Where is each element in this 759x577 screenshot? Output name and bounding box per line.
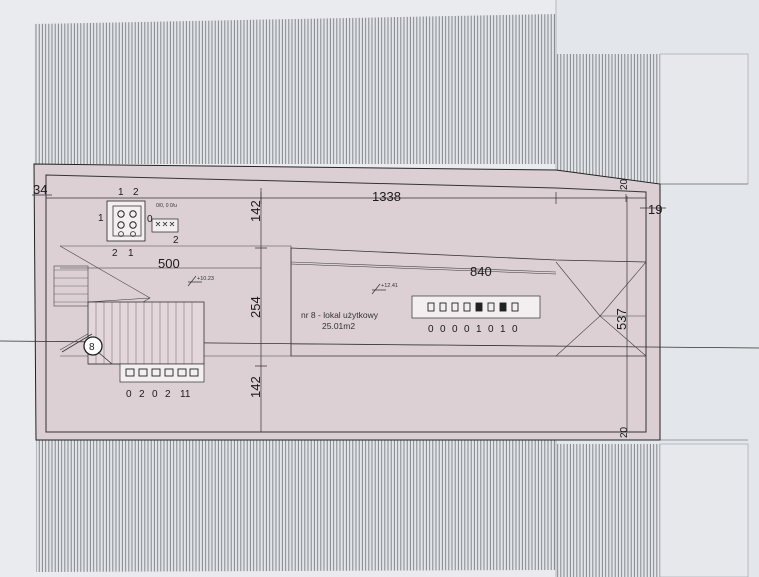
stair-marker-circle (83, 336, 103, 356)
vent-bottom-label-2: 1 (128, 248, 134, 259)
stair-marker: 8 (89, 342, 95, 353)
socket-row-right-values: 0 0 0 0 1 0 1 0 (428, 324, 518, 335)
svg-text:0: 0 (428, 324, 434, 335)
dim-bottom-right-offset: 20 (619, 426, 630, 438)
svg-text:0: 0 (512, 324, 518, 335)
svg-text:0: 0 (488, 324, 494, 335)
svg-text:0: 0 (440, 324, 446, 335)
socket-row-bottom-values: 0 2 0 2 11 (126, 389, 191, 400)
vent-block (106, 200, 146, 242)
dim-ticks-vertical-left (255, 247, 267, 367)
hip-lines (555, 261, 647, 357)
svg-text:2: 2 (139, 389, 145, 400)
dormer-inner-line-2 (290, 343, 557, 347)
svg-text:+12.41: +12.41 (381, 283, 398, 289)
vent-left-label: 1 (98, 213, 104, 224)
svg-text:1: 1 (476, 324, 482, 335)
dim-left-width: 500 (158, 256, 180, 271)
dim-total-length: 1338 (372, 189, 401, 204)
room-area: 25.01m2 (322, 321, 355, 331)
roof-hatch-bottom-right (556, 444, 660, 577)
svg-text:+10.23: +10.23 (197, 276, 214, 282)
socket-row-right (411, 295, 541, 319)
stair-marker-pointer (97, 351, 113, 365)
vent-bottom-label-1: 2 (112, 248, 118, 259)
vent-top-label-1: 1 (118, 187, 124, 198)
dim-right-width: 840 (470, 264, 492, 279)
dim-left-offset: 34 (33, 182, 47, 197)
roof-hatch-right-edge (659, 53, 749, 185)
dim-right-height: 537 (614, 308, 629, 330)
roof-hatch-bottom-left (36, 440, 556, 572)
svg-text:2: 2 (165, 389, 171, 400)
svg-text:0: 0 (152, 389, 158, 400)
level-marker-left: +10.23 (187, 275, 214, 287)
roof-hatch-top-left (34, 14, 556, 164)
dim-middle-band: 254 (248, 296, 263, 318)
svg-text:0: 0 (126, 389, 132, 400)
room-label: nr 8 - lokal użytkowy (301, 310, 379, 320)
side-vent (151, 218, 179, 233)
svg-text:1: 1 (500, 324, 506, 335)
dim-right-edge-offset: 19 (648, 202, 662, 217)
dim-top-band: 142 (248, 200, 263, 222)
vent-top-label-2: 2 (133, 187, 139, 198)
side-vent-note: 0/0, 0 0/u (156, 203, 177, 209)
dim-line-right-width (290, 263, 557, 275)
staircase (53, 265, 205, 365)
stair-arrow (61, 333, 93, 353)
roof-hatch-top-right (556, 54, 660, 184)
side-vent-bottom-label: 2 (173, 235, 179, 246)
socket-row-bottom (119, 363, 205, 383)
svg-text:0: 0 (452, 324, 458, 335)
side-vent-left-label: 0 (147, 214, 153, 225)
dormer-inner-line (290, 261, 557, 273)
level-marker-right: +12.41 (371, 283, 398, 295)
dim-top-right-offset: 20 (619, 178, 630, 190)
dim-bottom-band: 142 (248, 376, 263, 398)
roof-hatch-right-edge-bottom (659, 443, 749, 577)
svg-text:0: 0 (464, 324, 470, 335)
svg-text:11: 11 (180, 389, 191, 400)
